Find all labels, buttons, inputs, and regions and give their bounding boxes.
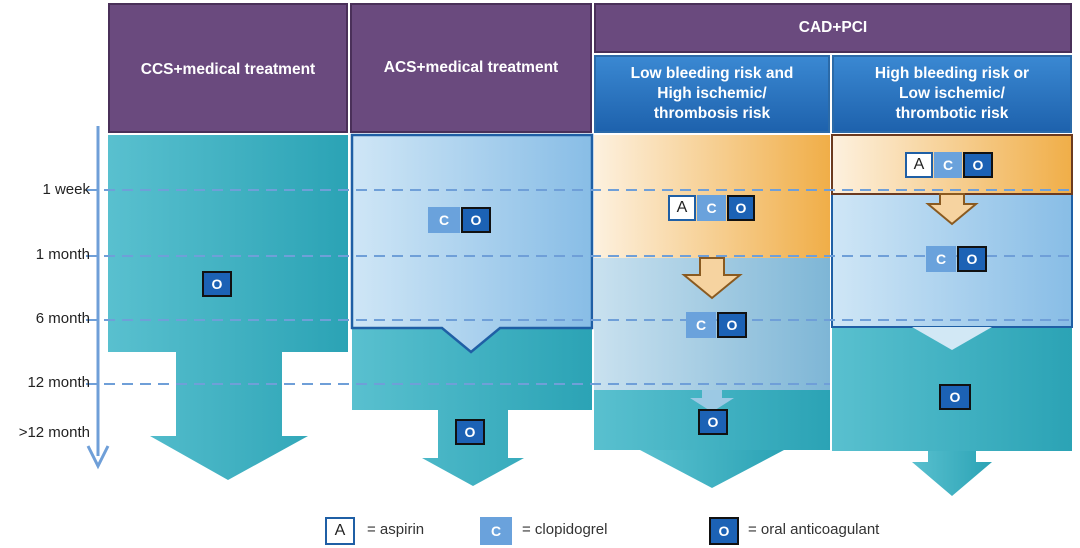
- high-bleed-step-arrow: [925, 193, 979, 226]
- low-bleed-step-arrow-2: [690, 390, 734, 412]
- header-high-bleeding-line-3: thrombotic risk: [895, 105, 1009, 122]
- acs-oac-box: O: [455, 419, 485, 445]
- header-acs-label: ACS+medical treatment: [383, 59, 559, 76]
- high-bleed-clopidogrel-box: C: [934, 152, 962, 178]
- legend-aspirin-box: A: [325, 517, 355, 545]
- header-high-bleeding-line-2: Low ischemic/: [899, 85, 1005, 102]
- legend-aspirin-label: = aspirin: [367, 521, 425, 538]
- header-low-bleeding-line-3: thrombosis risk: [653, 105, 771, 122]
- low-bleed-step-arrow-1: [681, 257, 743, 300]
- header-cad-pci: CAD+PCI: [594, 3, 1072, 53]
- time-label-6-month: 6 month: [35, 310, 90, 327]
- acs-clopidogrel-box: C: [428, 207, 460, 233]
- high-bleed-clopidogrel-box-dual: C: [926, 246, 956, 272]
- low-bleed-clopidogrel-box: C: [697, 195, 726, 221]
- high-bleed-oac-box: O: [939, 384, 971, 410]
- legend-oac-label: = oral anticoagulant: [748, 521, 880, 538]
- time-label-1-week: 1 week: [42, 181, 90, 198]
- low-bleed-oac-box: O: [698, 409, 728, 435]
- time-label-1-month: 1 month: [35, 246, 90, 263]
- high-bleed-aspirin-box: A: [905, 152, 933, 178]
- header-high-bleeding: High bleeding risk or Low ischemic/ thro…: [832, 55, 1072, 133]
- acs-oac-region: [352, 328, 592, 486]
- header-acs: ACS+medical treatment: [350, 3, 592, 133]
- header-low-bleeding-line-1: Low bleeding risk and: [630, 65, 794, 82]
- legend-clopidogrel-box: C: [480, 517, 512, 545]
- legend-oac-box: O: [709, 517, 739, 545]
- header-ccs: CCS+medical treatment: [108, 3, 348, 133]
- header-high-bleeding-line-1: High bleeding risk or: [874, 65, 1030, 82]
- acs-oac-box-dual: O: [461, 207, 491, 233]
- time-label-beyond-12-month: >12 month: [18, 424, 90, 441]
- high-bleed-oac-box-dual: O: [957, 246, 987, 272]
- header-low-bleeding-line-2: High ischemic/: [657, 85, 767, 102]
- high-bleed-oac-box-triple: O: [963, 152, 993, 178]
- header-ccs-label: CCS+medical treatment: [140, 61, 316, 78]
- header-cad-pci-label: CAD+PCI: [798, 19, 868, 36]
- header-low-bleeding: Low bleeding risk and High ischemic/ thr…: [594, 55, 830, 133]
- legend-clopidogrel-label: = clopidogrel: [522, 521, 608, 538]
- ccs-oac-region: [108, 135, 348, 480]
- high-bleed-dual-arrow: [912, 327, 992, 350]
- time-label-12-month: 12 month: [27, 374, 90, 391]
- high-bleed-oac-arrow: [912, 451, 992, 496]
- low-bleed-oac-box-triple: O: [727, 195, 755, 221]
- low-bleed-oac-arrow: [640, 450, 784, 488]
- low-bleed-aspirin-box: A: [668, 195, 696, 221]
- low-bleed-oac-box-dual: O: [717, 312, 747, 338]
- ccs-oac-box: O: [202, 271, 232, 297]
- low-bleed-clopidogrel-box-dual: C: [686, 312, 716, 338]
- time-axis-arrowhead: [86, 445, 110, 470]
